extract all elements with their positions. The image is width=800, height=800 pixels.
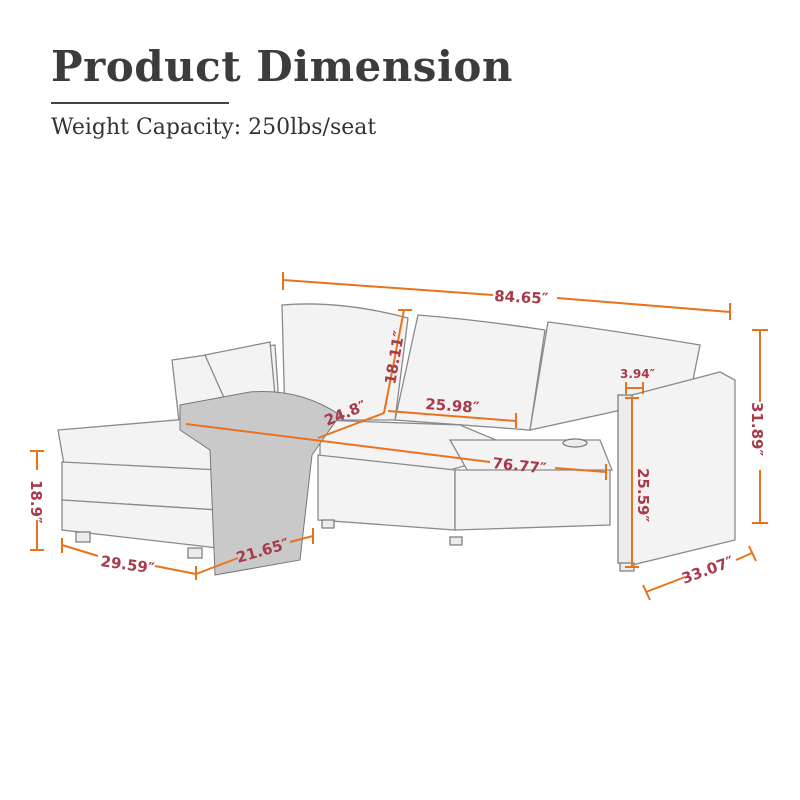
label-overall-width: 84.65″ [494,287,549,308]
label-ottoman-height: 18.9″ [27,480,45,524]
weight-capacity-text: Weight Capacity: 250lbs/seat [51,115,377,140]
label-arm-height: 25.59″ [634,468,652,522]
dimension-lines [30,272,768,601]
label-seat-width: 25.98″ [425,395,481,417]
label-ottoman-length: 29.59″ [99,552,155,577]
page-title: Product Dimension [51,42,513,91]
label-seat-total-width: 76.77″ [492,454,548,478]
label-arm-width: 3.94″ [620,367,656,381]
label-overall-depth: 33.07″ [679,552,736,588]
label-overall-height: 31.89″ [748,402,766,456]
sofa-illustration [57,303,736,576]
title-underline [51,102,229,104]
